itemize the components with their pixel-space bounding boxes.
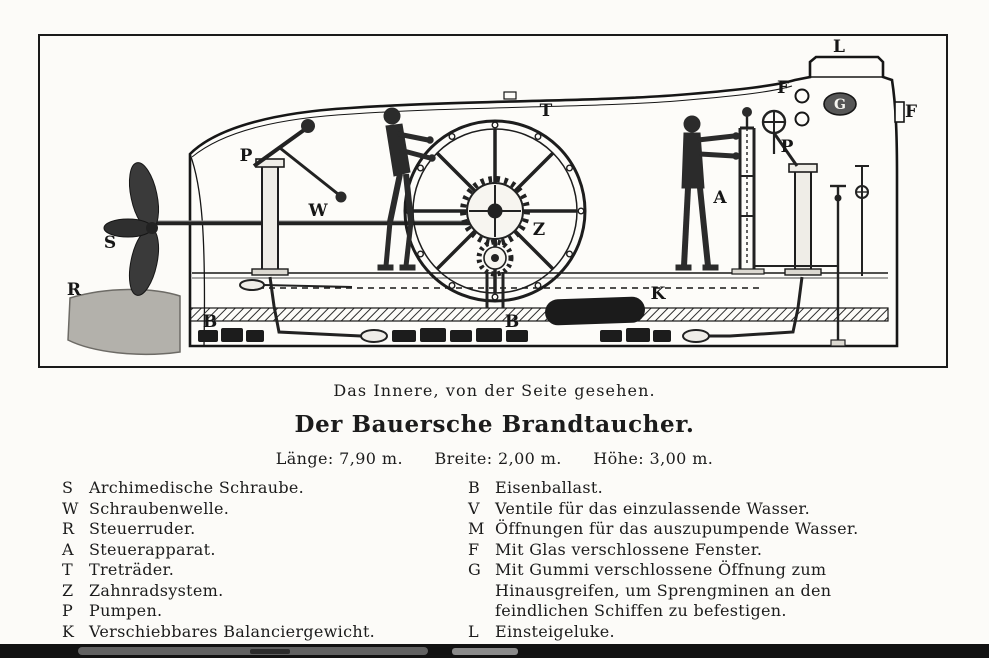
- legend-key: W: [62, 498, 79, 518]
- legend-left-column: S Archimedische Schraube. W Schraubenwel…: [62, 478, 468, 642]
- diagram-label-R: R: [67, 280, 82, 300]
- legend-item: Z Zahnradsystem.: [62, 581, 468, 602]
- pipes-and-scoops: [239, 276, 804, 343]
- diagram-label-A: A: [712, 188, 727, 208]
- diagram-label-B-left: B: [203, 312, 217, 332]
- windows-and-port: [794, 88, 857, 127]
- legend-key: P: [62, 601, 74, 620]
- diagram-label-T: T: [540, 101, 553, 121]
- legend-key: M: [468, 519, 485, 538]
- gear-system: [460, 176, 530, 308]
- diagram-label-B-right: B: [505, 312, 519, 332]
- dimensions-line: Länge: 7,90 m. Breite: 2,00 m. Höhe: 3,0…: [0, 449, 989, 468]
- diagram-label-S: S: [104, 233, 116, 253]
- diagram-label-P-right: P: [781, 137, 794, 157]
- submarine-illustration: S W R T Z P P A K B B F F G L: [67, 37, 917, 356]
- legend-item: M Öffnungen für das auszupumpende Wasser…: [468, 519, 930, 540]
- diagram-label-P-left: P: [240, 146, 253, 166]
- dimension-beam: Breite: 2,00 m.: [434, 449, 562, 468]
- legend-text: Öffnungen für das auszupumpende Wasser.: [495, 519, 859, 538]
- legend-right-column: B Eisenballast. V Ventile für das einzul…: [468, 478, 930, 642]
- legend-text: Mit Glas verschlossene Fenster.: [495, 539, 763, 559]
- legend-item: F Mit Glas verschlossene Fenster.: [468, 540, 930, 561]
- legend-text: Mit Gummi verschlossene Öffnung zum Hina…: [495, 560, 832, 620]
- legend-text: Zahnradsystem.: [89, 580, 224, 600]
- legend-item: W Schraubenwelle.: [62, 499, 468, 520]
- legend-item: P Pumpen.: [62, 601, 468, 622]
- deck-floor: [192, 272, 888, 279]
- legend-item: R Steuerruder.: [62, 519, 468, 540]
- scan-artifact: [452, 648, 518, 655]
- steering-apparatus: [731, 107, 838, 275]
- legend-text: Treträder.: [89, 560, 175, 579]
- legend-item: L Einsteigeluke.: [468, 622, 930, 643]
- legend-text: Steuerruder.: [89, 519, 196, 538]
- legend-item: G Mit Gummi verschlossene Öffnung zum Hi…: [468, 560, 930, 622]
- legend-text: Steuerapparat.: [89, 539, 216, 559]
- legend-item: B Eisenballast.: [468, 478, 930, 499]
- legend-text: Verschiebbares Balanciergewicht.: [89, 621, 376, 641]
- legend-item: T Treträder.: [62, 560, 468, 581]
- legend-key: F: [468, 539, 480, 559]
- legend-key: L: [468, 621, 479, 641]
- balance-weight: [545, 296, 645, 326]
- legend-item: S Archimedische Schraube.: [62, 478, 468, 499]
- diagram-label-F-left: F: [777, 78, 789, 98]
- ballast-blocks: [198, 328, 671, 342]
- legend-text: Schraubenwelle.: [89, 498, 230, 518]
- crewman-right: [675, 115, 740, 271]
- legend-text: Ventile für das einzulassende Wasser.: [495, 498, 810, 518]
- scan-artifact: [250, 649, 290, 654]
- figure-caption: Das Innere, von der Seite gesehen.: [333, 381, 656, 400]
- page-title: Der Bauersche Brandtaucher.: [294, 411, 695, 438]
- legend-item: A Steuerapparat.: [62, 540, 468, 561]
- diagram-label-K: K: [651, 284, 667, 304]
- next-page-edge: [0, 644, 989, 658]
- dimension-length: Länge: 7,90 m.: [275, 449, 403, 468]
- figure-frame: S W R T Z P P A K B B F F G L: [38, 34, 948, 368]
- legend-key: S: [62, 478, 74, 497]
- keel-track: [189, 307, 889, 322]
- legend-key: G: [468, 560, 482, 579]
- propeller: [103, 162, 160, 296]
- legend-key: T: [62, 560, 73, 579]
- legend-key: V: [468, 498, 480, 518]
- diagram-label-Z: Z: [533, 220, 545, 240]
- legend-text: Einsteigeluke.: [495, 621, 615, 641]
- propeller-shaft: [152, 220, 495, 226]
- diagram-label-G: G: [834, 97, 846, 113]
- diagram-label-L: L: [833, 37, 845, 57]
- pump-right: [761, 109, 822, 276]
- legend-key: K: [62, 621, 75, 641]
- pump-left: [251, 119, 347, 276]
- legend-item: K Verschiebbares Balanciergewicht.: [62, 622, 468, 643]
- legend-text: Eisenballast.: [495, 478, 603, 497]
- diagram-label-W: W: [307, 201, 328, 221]
- legend-text: Archimedische Schraube.: [89, 478, 305, 497]
- legend-key: A: [62, 539, 74, 559]
- legend-key: R: [62, 519, 75, 538]
- dimension-height: Höhe: 3,00 m.: [593, 449, 714, 468]
- crewman-left: [377, 107, 436, 271]
- legend-item: V Ventile für das einzulassende Wasser.: [468, 499, 930, 520]
- legend-text: Pumpen.: [89, 601, 163, 620]
- legend-key: Z: [62, 580, 74, 600]
- rudder: [67, 288, 181, 356]
- valve-rods: [830, 165, 869, 347]
- legend-key: B: [468, 478, 481, 497]
- diagram-label-F-right: F: [905, 102, 917, 122]
- legend: S Archimedische Schraube. W Schraubenwel…: [62, 478, 930, 642]
- side-window: [894, 101, 905, 123]
